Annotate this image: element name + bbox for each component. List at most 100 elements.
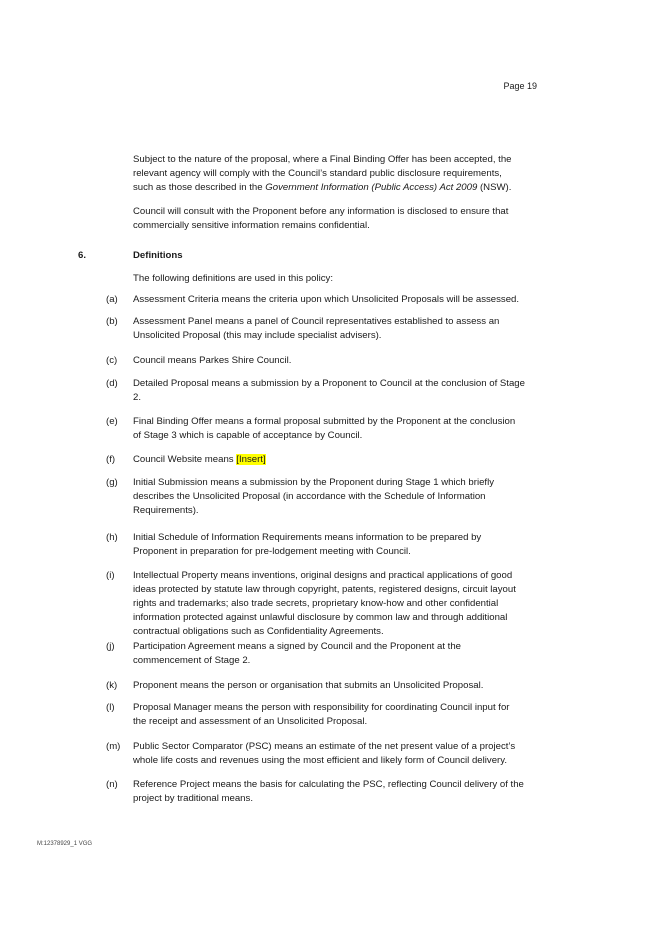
definition-item: Proponent means the person or organisati… [133,679,483,693]
text-line: Initial Schedule of Information Requirem… [133,531,481,545]
text-run: such as those described in the [133,182,266,193]
text-line: Requirements). [133,504,494,518]
definition-label: (e) [106,416,118,427]
text-run: whole life costs and revenues using the … [133,755,507,766]
definition-item: Public Sector Comparator (PSC) means an … [133,740,515,768]
text-run: Reference Project means the basis for ca… [133,779,524,790]
definition-item: Intellectual Property means inventions, … [133,569,516,639]
definition-label: (g) [106,477,118,488]
text-run: Final Binding Offer means a formal propo… [133,416,516,427]
text-run: Council means Parkes Shire Council. [133,355,292,366]
document-reference: M:12378929_1 VGG [37,841,93,847]
text-line: Proponent in preparation for pre-lodgeme… [133,545,481,559]
text-line: Detailed Proposal means a submission by … [133,377,525,391]
definition-label: (k) [106,680,118,691]
text-run: Assessment Criteria means the criteria u… [133,294,520,305]
text-run: Unsolicited Proposal (this may include s… [133,330,382,341]
text-run: the receipt and assessment of an Unsolic… [133,716,368,727]
text-line: of Stage 3 which is capable of acceptanc… [133,429,515,443]
text-run: 2. [133,392,142,403]
text-line: Final Binding Offer means a formal propo… [133,415,515,429]
text-run: Initial Submission means a submission by… [133,477,495,488]
text-line: Council Website means [Insert] [133,453,266,467]
definition-item: Initial Submission means a submission by… [133,476,494,518]
definition-label: (i) [106,570,115,581]
act-title: Government Information (Public Access) A… [265,182,478,193]
text-run: commencement of Stage 2. [133,655,251,666]
text-line: Proponent means the person or organisati… [133,679,483,693]
text-line: Unsolicited Proposal (this may include s… [133,329,499,343]
intro-paragraph-1: Subject to the nature of the proposal, w… [133,153,512,195]
text-line: project by traditional means. [133,792,524,806]
text-line: rights and trademarks; also trade secret… [133,597,516,611]
text-line: whole life costs and revenues using the … [133,754,515,768]
text-run: of Stage 3 which is capable of acceptanc… [133,430,363,441]
section-lead: The following definitions are used in th… [133,273,333,284]
text-run: Detailed Proposal means a submission by … [133,378,525,389]
intro-paragraph-2: Council will consult with the Proponent … [133,205,508,233]
text-run: contractual obligations such as Confiden… [133,626,384,637]
text-line: Assessment Panel means a panel of Counci… [133,315,499,329]
definition-label: (m) [106,741,121,752]
highlighted-placeholder: [Insert] [236,454,266,465]
text-run: ideas protected by statute law through c… [133,584,516,595]
definition-item: Assessment Criteria means the criteria u… [133,293,519,307]
text-run: Initial Schedule of Information Requirem… [133,532,482,543]
section-heading: Definitions [133,250,183,261]
text-run: Proponent means the person or organisati… [133,680,484,691]
text-line: Public Sector Comparator (PSC) means an … [133,740,515,754]
text-line: information protected against unlawful d… [133,611,516,625]
text-line: Participation Agreement means a signed b… [133,640,461,654]
text-line: ideas protected by statute law through c… [133,583,516,597]
definition-label: (b) [106,316,118,327]
definition-item: Initial Schedule of Information Requirem… [133,531,481,559]
definition-label: (j) [106,641,115,652]
section-number: 6. [78,250,87,261]
text-line: Council means Parkes Shire Council. [133,354,291,368]
text-line: the receipt and assessment of an Unsolic… [133,715,510,729]
definition-item: Council means Parkes Shire Council. [133,354,291,368]
text-run: Council Website means [133,454,237,465]
text-line: 2. [133,391,525,405]
text-run: Assessment Panel means a panel of Counci… [133,316,500,327]
text-line: Subject to the nature of the proposal, w… [133,154,512,165]
definition-label: (l) [106,702,115,713]
text-run: Proposal Manager means the person with r… [133,702,510,713]
text-line: Council will consult with the Proponent … [133,206,509,217]
text-run: rights and trademarks; also trade secret… [133,598,499,609]
text-line: commercially sensitive information remai… [133,220,370,231]
text-line: such as those described in the Governmen… [133,181,512,195]
text-line: Reference Project means the basis for ca… [133,778,524,792]
text-run: Intellectual Property means inventions, … [133,570,513,581]
text-line: Assessment Criteria means the criteria u… [133,293,519,307]
text-run: Participation Agreement means a signed b… [133,641,461,652]
definition-item: Assessment Panel means a panel of Counci… [133,315,499,343]
definition-item: Reference Project means the basis for ca… [133,778,524,806]
text-line: Initial Submission means a submission by… [133,476,494,490]
text-line: Proposal Manager means the person with r… [133,701,510,715]
definition-item: Detailed Proposal means a submission by … [133,377,525,405]
definition-label: (h) [106,532,118,543]
text-line: describes the Unsolicited Proposal (in a… [133,490,494,504]
text-line: contractual obligations such as Confiden… [133,625,516,639]
text-run: Public Sector Comparator (PSC) means an … [133,741,516,752]
text-run: Proponent in preparation for pre-lodgeme… [133,546,411,557]
text-run: (NSW). [477,182,512,193]
definition-label: (a) [106,294,118,305]
definition-item: Council Website means [Insert] [133,453,266,467]
definition-item: Participation Agreement means a signed b… [133,640,461,668]
text-line: commencement of Stage 2. [133,654,461,668]
definition-label: (f) [106,454,116,465]
definition-item: Proposal Manager means the person with r… [133,701,510,729]
text-run: describes the Unsolicited Proposal (in a… [133,491,486,502]
definition-item: Final Binding Offer means a formal propo… [133,415,515,443]
definition-label: (c) [106,355,118,366]
text-line: Intellectual Property means inventions, … [133,569,516,583]
text-run: Requirements). [133,505,199,516]
page-number: Page 19 [503,81,537,91]
text-run: project by traditional means. [133,793,253,804]
text-run: information protected against unlawful d… [133,612,508,623]
text-line: relevant agency will comply with the Cou… [133,168,502,179]
definition-label: (d) [106,378,118,389]
definition-label: (n) [106,779,118,790]
